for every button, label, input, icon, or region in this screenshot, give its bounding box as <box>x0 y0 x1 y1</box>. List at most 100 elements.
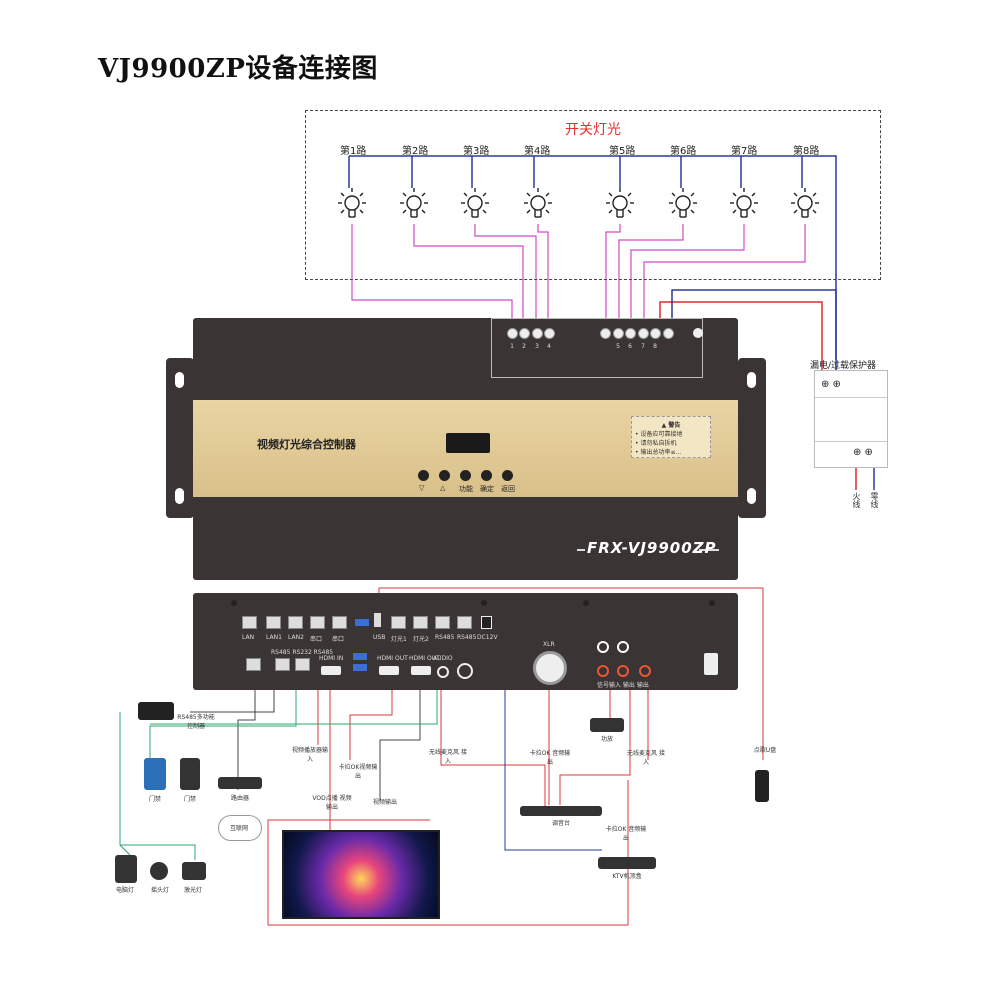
light-bulb-icon <box>400 188 428 218</box>
lan-port[interactable] <box>246 658 261 671</box>
power-switch[interactable] <box>704 653 718 675</box>
serial-port[interactable] <box>310 616 325 629</box>
down-button[interactable] <box>418 470 429 481</box>
rca-port[interactable] <box>597 665 609 677</box>
function-button[interactable] <box>460 470 471 481</box>
annotation: 视频播放器输入 <box>291 747 328 763</box>
door-phone-icon <box>144 758 166 790</box>
rs485-port[interactable] <box>275 658 290 671</box>
button-label: 返回 <box>501 485 515 493</box>
terminal-label: 1 <box>510 343 514 350</box>
port-label: HDMI OUT <box>409 655 440 662</box>
light-bulb-icon <box>791 188 819 218</box>
router-icon <box>218 777 262 789</box>
channel-label-5: 第5路 <box>609 146 636 157</box>
port-label: DC12V <box>477 634 498 641</box>
channel-label-1: 第1路 <box>340 146 367 157</box>
terminal-label: 5 <box>616 343 620 350</box>
moving-head-light-icon <box>115 855 137 883</box>
hdmi-out-port[interactable] <box>411 666 431 675</box>
device-name: 视频灯光综合控制器 <box>257 438 356 451</box>
channel-label-2: 第2路 <box>402 146 429 157</box>
port-label: 灯光1 <box>391 636 407 643</box>
spot-light-icon <box>150 862 168 880</box>
button-label: 确定 <box>480 485 494 493</box>
rs232-port[interactable] <box>295 658 310 671</box>
rca-port[interactable] <box>617 641 629 653</box>
terminal-label: 8 <box>653 343 657 350</box>
port-label: LAN2 <box>288 634 304 641</box>
port-label: 信号输入 输出 输出 <box>597 682 649 689</box>
model-stripe <box>699 549 719 551</box>
confirm-button[interactable] <box>481 470 492 481</box>
port-label: XLR <box>543 641 555 648</box>
page-title: VJ9900ZP设备连接图 <box>98 54 378 84</box>
access-control-icon <box>180 758 200 790</box>
warning-line: • 请勿私自拆机 <box>635 440 677 447</box>
port-label: HDMI OUT <box>377 655 408 662</box>
port-label: AUDIO <box>433 655 453 662</box>
usb-port[interactable] <box>353 653 367 660</box>
hdmi-out-port[interactable] <box>379 666 399 675</box>
light-bulb-icon <box>730 188 758 218</box>
device-label: 摇头灯 <box>150 887 169 894</box>
model-stripe <box>577 549 585 551</box>
controller-back-panel: LAN LAN1 LAN2 串口 串口 USB 灯光1 灯光2 RS485 RS… <box>193 593 738 690</box>
power-in-jack[interactable] <box>457 663 473 679</box>
dc-power-jack[interactable] <box>481 616 492 629</box>
usb-stick-icon <box>755 770 769 802</box>
annotation: 卡拉OK 音频输出 <box>529 750 571 766</box>
lan-port[interactable] <box>242 616 257 629</box>
rs485-controller-box <box>138 702 174 720</box>
gold-panel: 视频灯光综合控制器 ▽ △ 功能 确定 返回 ▲ 警告 • 设备应可靠接地 • … <box>193 400 738 497</box>
rca-port[interactable] <box>597 641 609 653</box>
terminal-label: 2 <box>522 343 526 350</box>
controller-front-panel: 1 2 3 4 5 6 7 8 视频灯光综合控制器 ▽ △ 功能 确定 返回 ▲… <box>193 318 738 580</box>
lcd-display <box>446 433 490 453</box>
port-label: 串口 <box>310 636 323 643</box>
warning-line: • 设备应可靠接地 <box>635 431 683 438</box>
usb-port[interactable] <box>374 613 381 627</box>
rack-ear-left <box>166 358 194 518</box>
serial-port[interactable] <box>332 616 347 629</box>
port-label: HDMI IN <box>319 655 344 662</box>
rack-ear-right <box>738 358 766 518</box>
device-label: 门禁 <box>148 796 161 803</box>
light-bulb-icon <box>338 188 366 218</box>
lighting-port[interactable] <box>391 616 406 629</box>
rs485-port[interactable] <box>435 616 450 629</box>
lighting-port[interactable] <box>413 616 428 629</box>
light-bulb-icon <box>669 188 697 218</box>
usb-port[interactable] <box>355 619 369 626</box>
port-label: 串口 <box>332 636 345 643</box>
xlr-mic-port[interactable] <box>533 651 567 685</box>
port-label: LAN <box>242 634 255 641</box>
rs485-port[interactable] <box>457 616 472 629</box>
live-wire-label: 火线 <box>852 492 861 508</box>
button-label: 功能 <box>459 485 473 493</box>
port-label: RS485 RS232 RS485 <box>271 649 334 656</box>
up-button[interactable] <box>439 470 450 481</box>
rca-port[interactable] <box>639 665 651 677</box>
lan-port[interactable] <box>266 616 281 629</box>
lan-port[interactable] <box>288 616 303 629</box>
device-label: 功放 <box>600 736 613 743</box>
usb-port[interactable] <box>353 664 367 671</box>
device-label: 调音台 <box>551 820 570 827</box>
channel-label-6: 第6路 <box>670 146 697 157</box>
display-screen <box>282 830 440 919</box>
annotation: 视频输出 <box>372 799 397 806</box>
warning-line: ▲ 警告 <box>661 422 681 429</box>
rca-port[interactable] <box>617 665 629 677</box>
leakage-breaker: ⊕ ⊕ ⊕ ⊕ <box>814 370 888 468</box>
light-bulb-icon <box>606 188 634 218</box>
light-bulb-icon <box>461 188 489 218</box>
mixer-icon <box>520 806 602 816</box>
warning-label: ▲ 警告 • 设备应可靠接地 • 请勿私自拆机 • 输出总功率≤... <box>631 416 711 458</box>
port-label: RS485 <box>435 634 455 641</box>
hdmi-in-port[interactable] <box>321 666 341 675</box>
cloud-icon <box>218 815 262 841</box>
back-button[interactable] <box>502 470 513 481</box>
button-label: ▽ <box>419 484 425 492</box>
audio-jack[interactable] <box>437 666 449 678</box>
